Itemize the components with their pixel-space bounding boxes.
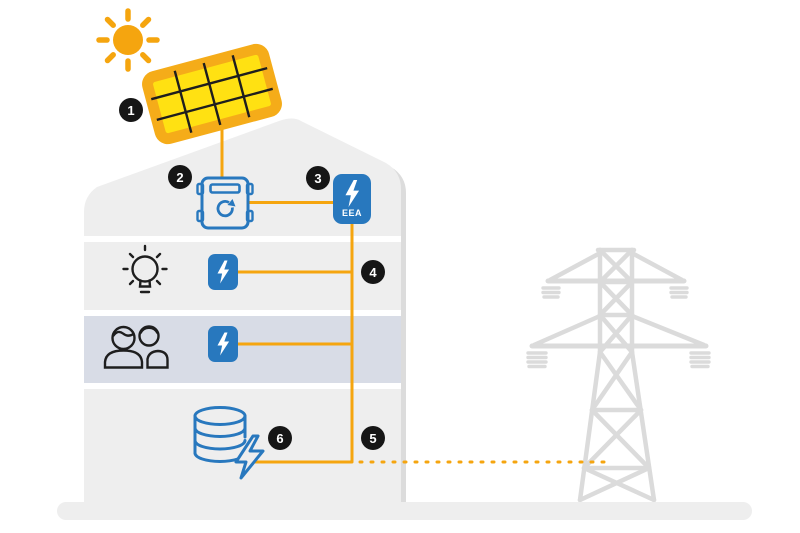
step-badge-2: 2: [168, 165, 192, 189]
step-badge-1: 1: [119, 98, 143, 122]
step-badge-3: 3: [306, 166, 330, 190]
step-badge-4: 4: [361, 260, 385, 284]
solar-panel-icon: [142, 43, 282, 145]
ground-bar: [57, 502, 752, 520]
step-badge-5: 5: [361, 426, 385, 450]
refresh-icon: [216, 199, 236, 218]
insulator-icon: [526, 286, 711, 369]
lightbulb-icon: [122, 244, 168, 294]
eea-label: EEA: [341, 208, 362, 218]
meter-lighting: [208, 254, 238, 290]
grid-tower-icon: [526, 247, 711, 503]
sun-icon: [96, 8, 160, 72]
storage-icon: [193, 406, 265, 480]
floor-separators: [84, 236, 401, 389]
line-eea-to-storage: [248, 224, 354, 464]
eea-energy-manager: EEA: [333, 174, 371, 224]
lightning-icon: [344, 180, 359, 207]
lightning-icon: [234, 434, 265, 480]
meter-occupants: [208, 326, 238, 362]
step-badge-6: 6: [268, 426, 292, 450]
occupants-icon: [103, 325, 169, 369]
inverter-icon: [196, 176, 254, 230]
occupants-floor-band: [84, 316, 401, 383]
